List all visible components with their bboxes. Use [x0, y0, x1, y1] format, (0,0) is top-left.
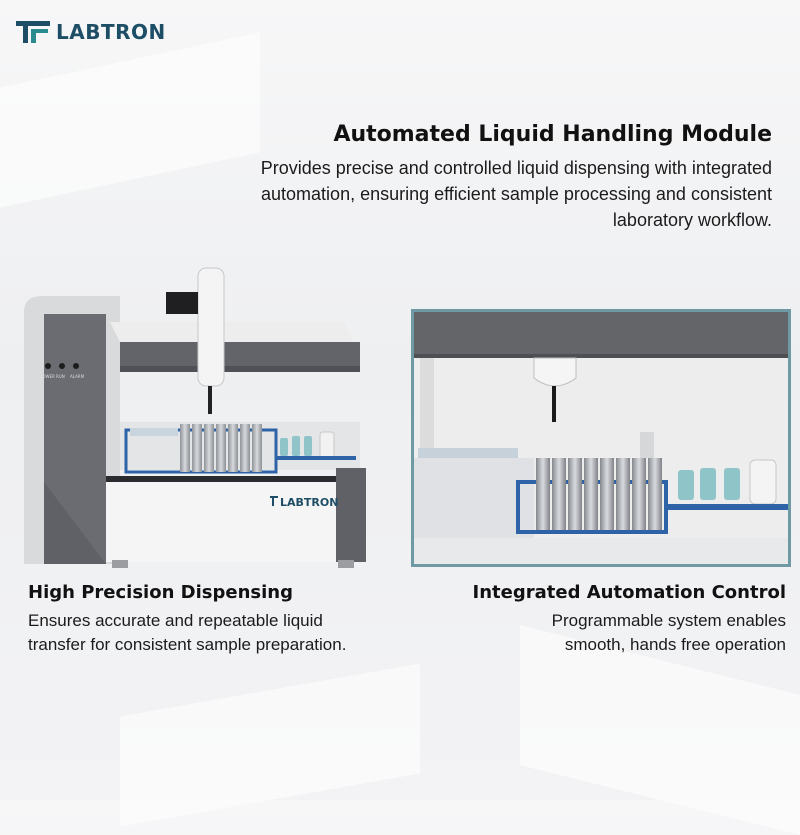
device-logo-text: LABTRON	[280, 496, 338, 509]
feature-high-precision: High Precision Dispensing Ensures accura…	[28, 582, 346, 657]
panel-label-power: POWER	[40, 374, 55, 379]
headline-description: Provides precise and controlled liquid d…	[260, 158, 772, 230]
background-facet	[0, 32, 260, 208]
panel-label-alarm: ALARM	[70, 374, 85, 379]
dispensing-closeup-illustration	[414, 312, 788, 564]
page-title: Automated Liquid Handling Module	[333, 122, 772, 147]
brand-logo: LABTRON	[16, 20, 166, 44]
panel-label-run: RUN	[56, 374, 65, 379]
background-facet	[120, 663, 420, 827]
feature-title: High Precision Dispensing	[28, 582, 293, 603]
detail-inset	[411, 309, 791, 567]
headline-block: Automated Liquid Handling Module Provide…	[261, 122, 772, 233]
brand-name: LABTRON	[56, 20, 166, 44]
labtron-mark-icon	[16, 21, 50, 43]
feature-automation-control: Integrated Automation Control Programmab…	[473, 582, 786, 657]
liquid-handler-illustration: POWER RUN ALARM LABTRON	[24, 267, 366, 568]
feature-title: Integrated Automation Control	[472, 582, 786, 603]
